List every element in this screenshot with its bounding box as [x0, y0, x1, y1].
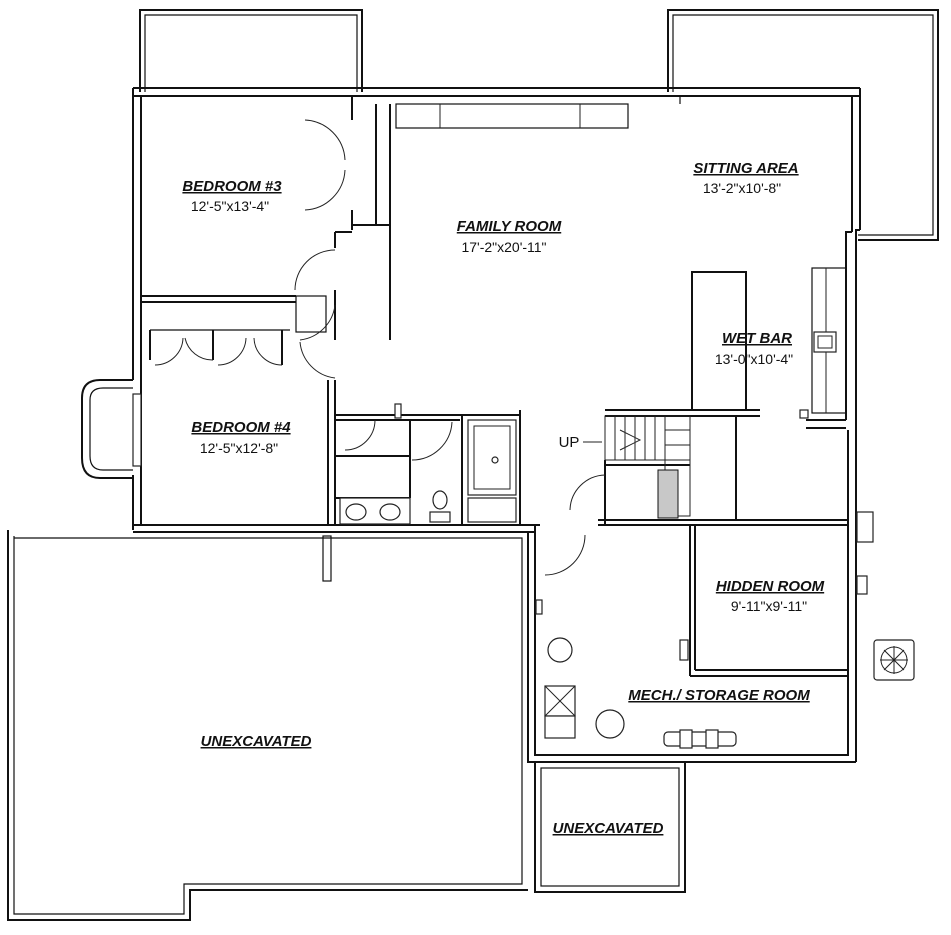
sitting-area-name: SITTING AREA [693, 160, 798, 177]
wet-bar-dim: 13'-0"x10'-4" [715, 351, 793, 367]
stair-treads [604, 415, 691, 519]
exterior-walls [81, 9, 939, 763]
sitting-area-dim: 13'-2"x10'-8" [703, 180, 781, 196]
mech-storage-name: MECH./ STORAGE ROOM [628, 687, 810, 704]
stairs-up-label: UP [559, 434, 580, 451]
room-labels: BEDROOM #3 12'-5"x13'-4" FAMILY ROOM 17'… [182, 160, 824, 837]
family-room-dim: 17'-2"x20'-11" [461, 239, 546, 255]
bedroom4-dim: 12'-5"x12'-8" [200, 440, 278, 456]
fixtures [339, 331, 915, 749]
unexcavated-left-name: UNEXCAVATED [201, 733, 312, 750]
unexcavated-bottom-name: UNEXCAVATED [553, 820, 664, 837]
unexcavated-left-area [7, 530, 528, 921]
doors [154, 119, 606, 576]
unexcavated-bottom-area [534, 761, 686, 893]
wet-bar-name: WET BAR [722, 330, 792, 347]
bedroom4-name: BEDROOM #4 [191, 419, 291, 436]
hidden-room-dim: 9'-11"x9'-11" [731, 598, 807, 614]
bedroom3-name: BEDROOM #3 [182, 178, 282, 195]
bedroom3-dim: 12'-5"x13'-4" [191, 198, 269, 214]
hidden-room-name: HIDDEN ROOM [716, 578, 825, 595]
family-room-name: FAMILY ROOM [457, 218, 562, 235]
